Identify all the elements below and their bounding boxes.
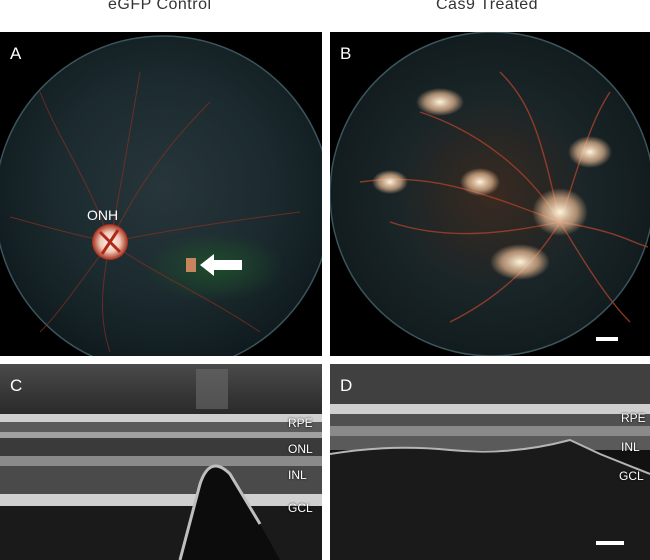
- lesion-spot: [186, 258, 196, 272]
- layer-label-onl: ONL: [288, 442, 313, 456]
- panel-d-letter: D: [340, 376, 353, 395]
- oct-treated-image: [330, 364, 650, 560]
- layer-label-rpe: RPE: [288, 416, 313, 430]
- layer-label-rpe: RPE: [621, 411, 646, 425]
- right-column-title: Cas9 Treated: [436, 0, 539, 13]
- fundus-treated-image: [330, 32, 650, 356]
- scale-bar: [596, 541, 624, 545]
- layer-label-inl: INL: [621, 440, 640, 454]
- panel-a-letter: A: [10, 44, 22, 63]
- panel-d-oct-treated: D RPE INL GCL: [330, 364, 650, 560]
- oct-control-image: [0, 364, 322, 560]
- onh-label: ONH: [87, 207, 119, 223]
- panel-c-letter: C: [10, 376, 23, 395]
- panel-b-letter: B: [340, 44, 352, 63]
- panel-b-fundus-treated: B: [330, 32, 650, 356]
- fundus-control-image: [0, 35, 322, 356]
- left-column-title: eGFP Control: [108, 0, 212, 13]
- arrow-icon: [200, 254, 242, 276]
- scale-bar: [596, 337, 618, 341]
- panel-a-fundus-control: A ONH: [0, 32, 322, 356]
- layer-label-gcl: GCL: [619, 469, 644, 483]
- panel-c-oct-control: C RPE ONL INL GCL: [0, 364, 322, 560]
- layer-label-gcl: GCL: [288, 501, 313, 515]
- layer-label-inl: INL: [288, 468, 307, 482]
